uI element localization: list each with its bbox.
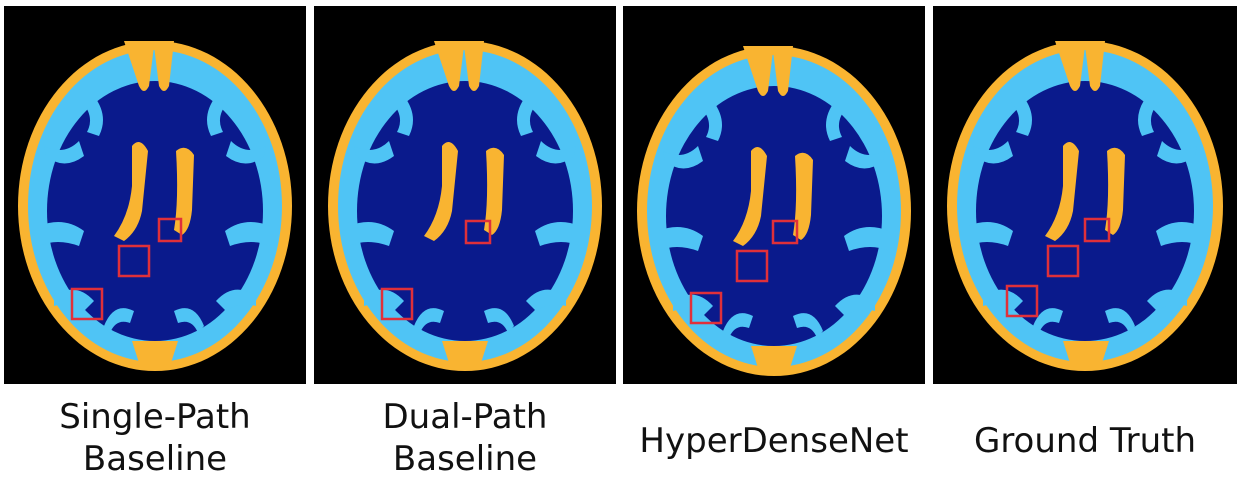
segmentation-panel-ground-truth — [933, 6, 1237, 384]
brain-segmentation-image — [18, 41, 292, 371]
caption-line: Ground Truth — [973, 421, 1197, 461]
caption-line: Dual-Path — [382, 397, 548, 437]
caption-line: Baseline — [392, 439, 538, 479]
csf-regions — [114, 41, 194, 366]
caption-line: HyperDenseNet — [639, 421, 909, 461]
caption-line: Single-Path — [59, 397, 251, 437]
caption-ground-truth: Ground Truth — [933, 420, 1237, 462]
error-highlight-boxes — [689, 219, 799, 325]
gray-matter-folds — [39, 96, 270, 333]
error-highlight-boxes — [70, 217, 183, 321]
segmentation-panel-dual-path — [314, 6, 616, 384]
csf-regions — [424, 41, 504, 366]
caption-single-path: Single-Path Baseline — [4, 396, 306, 480]
brain-outline-csf — [947, 41, 1223, 371]
gray-matter-folds — [349, 96, 580, 333]
brain-outline-csf — [18, 41, 292, 371]
brain-segmentation-image — [328, 41, 602, 371]
caption-line: Baseline — [82, 439, 228, 479]
brain-segmentation-image — [637, 46, 911, 376]
caption-hyperdensenet: HyperDenseNet — [623, 420, 925, 462]
brain-segmentation-image — [947, 41, 1223, 371]
gray-matter-folds — [658, 101, 889, 338]
caption-dual-path: Dual-Path Baseline — [314, 396, 616, 480]
brain-outline-csf — [637, 46, 911, 376]
csf-regions — [733, 46, 813, 371]
gray-matter-folds — [968, 96, 1201, 333]
csf-regions — [1045, 41, 1125, 366]
error-highlight-boxes — [380, 219, 492, 321]
error-highlight-boxes — [1005, 217, 1111, 318]
segmentation-panel-hyperdensenet — [623, 6, 925, 384]
segmentation-panel-single-path — [4, 6, 306, 384]
brain-outline-csf — [328, 41, 602, 371]
